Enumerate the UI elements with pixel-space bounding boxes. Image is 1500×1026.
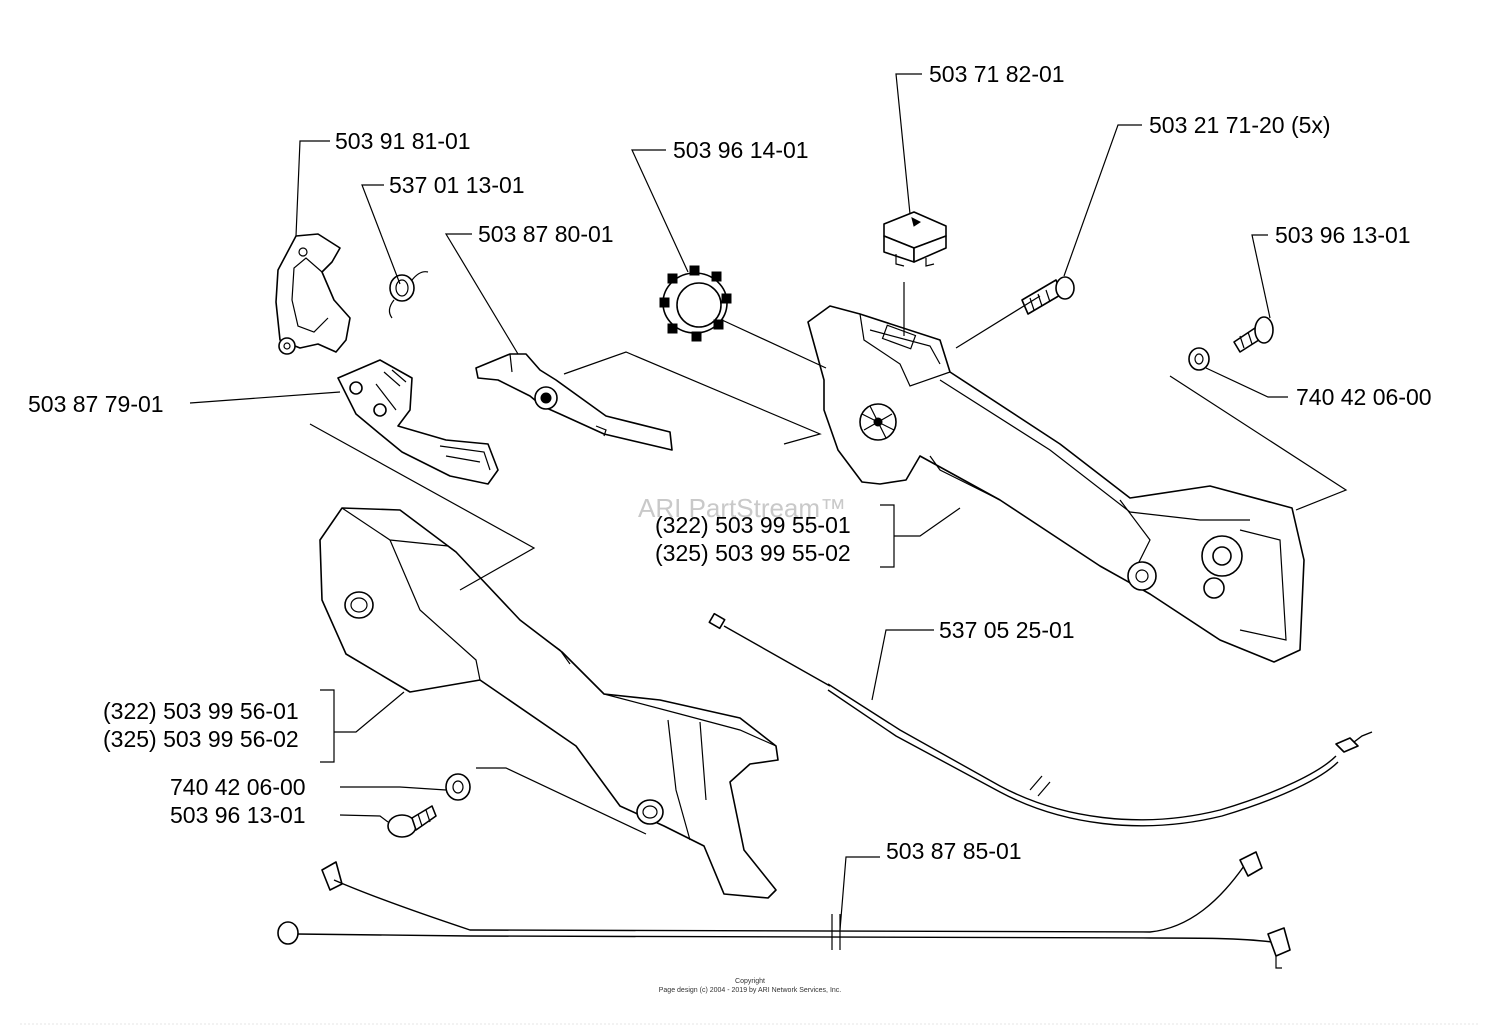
label-washer-left: 740 42 06-00 [170,774,306,800]
grommet-part[interactable] [659,265,732,342]
label-screw-right: 503 96 13-01 [1275,222,1411,248]
throttle-cable-part[interactable] [708,612,1373,827]
handle-clamp-part[interactable] [275,233,351,355]
screw-left-part[interactable] [387,805,437,838]
label-handle-clamp: 503 91 81-01 [335,128,471,154]
screw-5x-part[interactable] [1021,276,1075,315]
label-spring: 537 01 13-01 [389,172,525,198]
label-throttle-cable: 537 05 25-01 [939,617,1075,643]
screw-right-part[interactable] [1233,316,1274,353]
label-handle-half-left-322: (322) 503 99 56-01 [103,698,299,724]
label-handle-half-right-322: (322) 503 99 55-01 [655,512,851,538]
callout-lines [189,73,1348,931]
label-handle-half-right-325: (325) 503 99 55-02 [655,540,851,566]
label-switch: 503 71 82-01 [929,61,1065,87]
label-throttle-lockout: 503 87 79-01 [28,391,164,417]
washer-right-part[interactable] [1188,347,1210,371]
watermark-text: ARI PartStream™ [638,493,846,523]
spring-part[interactable] [388,271,429,319]
washer-left-part[interactable] [445,773,471,801]
copyright-line-2: Page design (c) 2004 - 2019 by ARI Netwo… [659,987,842,994]
label-screw-left: 503 96 13-01 [170,802,306,828]
label-grommet: 503 96 14-01 [673,137,809,163]
label-screw-5x: 503 21 71-20 (5x) [1149,112,1331,138]
handle-half-left-part[interactable] [319,507,779,899]
wire-harness-part[interactable] [277,851,1291,969]
throttle-lever-part[interactable] [475,353,673,451]
label-wire-harness: 503 87 85-01 [886,838,1022,864]
label-throttle-lever: 503 87 80-01 [478,221,614,247]
handle-half-right-part[interactable] [807,305,1305,663]
label-washer-right: 740 42 06-00 [1296,384,1432,410]
throttle-lockout-part[interactable] [337,359,499,485]
part-labels: 503 91 81-01 537 01 13-01 503 87 80-01 5… [28,61,1432,864]
label-handle-half-left-325: (325) 503 99 56-02 [103,726,299,752]
switch-part[interactable] [883,211,947,267]
copyright-line-1: Copyright [735,978,765,985]
